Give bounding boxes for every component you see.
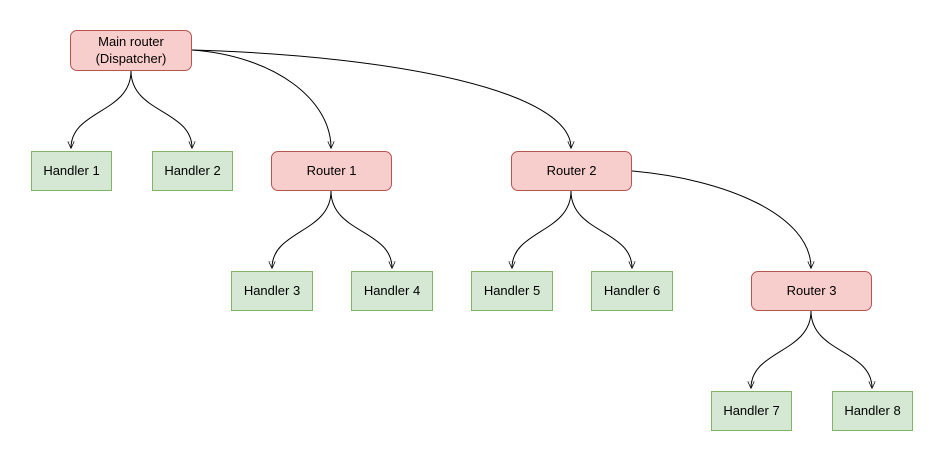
edge-router3-handler8 bbox=[810, 310, 872, 388]
node-handler-8[interactable]: Handler 8 bbox=[832, 391, 913, 431]
edge-main-router2 bbox=[191, 49, 571, 148]
node-handler-5[interactable]: Handler 5 bbox=[471, 271, 553, 311]
node-handler-6[interactable]: Handler 6 bbox=[591, 271, 673, 311]
node-handler-3[interactable]: Handler 3 bbox=[231, 271, 313, 311]
edge-router3-handler7 bbox=[751, 310, 812, 388]
node-router-3[interactable]: Router 3 bbox=[751, 271, 872, 311]
edge-router2-handler6 bbox=[570, 190, 632, 268]
edge-main-router1 bbox=[191, 49, 331, 148]
node-handler-1[interactable]: Handler 1 bbox=[31, 151, 112, 191]
node-router-1[interactable]: Router 1 bbox=[271, 151, 392, 191]
node-router-2[interactable]: Router 2 bbox=[511, 151, 632, 191]
node-handler-7[interactable]: Handler 7 bbox=[711, 391, 792, 431]
node-handler-4[interactable]: Handler 4 bbox=[351, 271, 433, 311]
edge-router1-handler4 bbox=[330, 190, 392, 268]
edge-main-handler1 bbox=[71, 70, 132, 148]
edge-router1-handler3 bbox=[272, 190, 332, 268]
edge-router2-router3 bbox=[631, 170, 811, 268]
edge-router2-handler5 bbox=[512, 190, 572, 268]
edge-main-handler2 bbox=[130, 70, 192, 148]
node-main-router[interactable]: Main router (Dispatcher) bbox=[70, 30, 192, 71]
node-handler-2[interactable]: Handler 2 bbox=[152, 151, 233, 191]
